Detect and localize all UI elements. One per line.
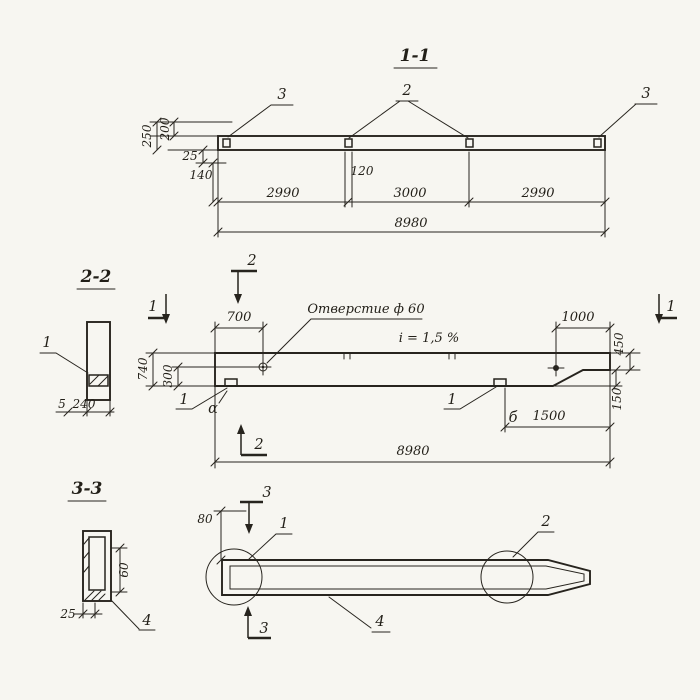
section-2-2-title: 2-2: [80, 267, 112, 287]
top-view-section-1-1: 1-1 3 2 3 250 200 25 140 120 2990: [140, 46, 658, 238]
hole-note-leader: [266, 318, 423, 364]
callout-1-right-leader: [443, 386, 497, 410]
weld-mark-alpha: α: [208, 401, 218, 417]
mark-3-bottom: 3: [259, 621, 268, 637]
dim-8980-top-label: 8980: [394, 216, 427, 231]
arrow-down-icon: [245, 524, 253, 534]
section-2-2-outline: [86, 321, 111, 401]
dim-5-label: 5: [58, 397, 66, 411]
elevation-view: 2 1 1 2 Отверстие ф 60 i = 1,5 % 700 100…: [136, 253, 677, 469]
section-1-1-title: 1-1: [400, 46, 431, 66]
callout-4-leader: [110, 599, 156, 631]
holes: [254, 358, 565, 377]
detail-circle-left: [205, 548, 263, 606]
section-3-cut-marks: [240, 500, 271, 640]
arrow-down-icon: [655, 314, 663, 324]
dim-60-label: 60: [117, 562, 131, 578]
callout-4: 4: [374, 614, 384, 630]
dim-25-label: 25: [59, 607, 75, 621]
callout-2-leader: [512, 531, 555, 558]
dim-1000-label: 1000: [561, 310, 594, 325]
hole-note: Отверстие ф 60: [307, 302, 424, 317]
top-view-dimension-lines: [149, 117, 610, 238]
callout-1-leader: [248, 533, 293, 560]
arrow-up-icon: [237, 424, 245, 434]
callout-4-leader: [328, 596, 391, 633]
dim-2990-right-label: 2990: [520, 186, 554, 201]
callout-2: 2: [540, 514, 550, 530]
dim-150-label: 150: [610, 387, 624, 410]
mark-3-top: 3: [262, 485, 271, 501]
wall-hatch: [83, 537, 106, 601]
elevation-dimension-lines: [145, 321, 641, 469]
callout-3-left: 3: [277, 87, 286, 103]
section-cut-marks: [148, 269, 677, 457]
dim-300-label: 300: [161, 364, 175, 387]
bottom-plate-left: [224, 378, 238, 387]
dim-60-lines: [110, 543, 128, 597]
top-view-leader-lines: [227, 100, 658, 139]
section-2-2-plate: [88, 374, 109, 387]
beam-elevation-outline: [214, 352, 611, 387]
dim-1500-label: 1500: [532, 409, 565, 424]
callout-1-right: 1: [447, 392, 456, 408]
detail-circle-right: [480, 550, 534, 604]
callout-1-left: 1: [179, 392, 188, 408]
section-3-3-title: 3-3: [72, 479, 103, 499]
mark-1-left: 1: [148, 299, 157, 315]
callout-1-left-leader: [175, 387, 228, 410]
dim-140-label: 140: [190, 168, 213, 182]
callout-3-right: 3: [641, 86, 650, 102]
top-edge-ticks: [343, 352, 456, 360]
mark-1-right: 1: [666, 299, 675, 315]
mark-2-bottom: 2: [253, 437, 263, 453]
section-2-2-dimension-lines: [55, 399, 115, 417]
dim-120-label: 120: [351, 164, 374, 178]
section-3-3-inner: [88, 536, 106, 591]
callout-2: 2: [401, 83, 411, 99]
dim-250-label: 250: [140, 124, 154, 148]
bottom-plate-right: [493, 378, 507, 387]
arrow-down-icon: [234, 294, 242, 304]
callout-1: 1: [42, 335, 51, 351]
callout-1: 1: [279, 516, 288, 532]
callout-1-leader: [39, 352, 89, 374]
dim-80-lines: [213, 506, 247, 565]
dim-200-label: 200: [158, 117, 172, 141]
dim-700-label: 700: [227, 310, 252, 325]
section-3-3-view: 3-3 60 25 4: [59, 479, 156, 631]
dim-2990-left-label: 2990: [265, 186, 299, 201]
mark-2-top: 2: [246, 253, 256, 269]
beam-plan-outline: [217, 135, 606, 151]
weld-alpha-tick: [218, 390, 228, 404]
arrow-down-icon: [162, 314, 170, 324]
dim-740-label: 740: [136, 357, 150, 380]
callout-4: 4: [141, 613, 151, 629]
beam-bottom-outline: [221, 559, 591, 596]
dim-25-label: 25: [181, 149, 197, 163]
weld-mark-b: б: [509, 410, 518, 426]
dim-450-label: 450: [612, 332, 626, 356]
section-2-2-view: 2-2 1 5 240: [39, 267, 116, 417]
embedded-plates: [222, 138, 602, 148]
beam-bottom-inner-walls: [229, 565, 585, 590]
dim-25-lines: [73, 602, 103, 619]
plate-hatch: [89, 374, 109, 387]
dim-3000-label: 3000: [393, 186, 426, 201]
dim-240-label: 240: [72, 397, 96, 411]
dim-8980-label: 8980: [396, 444, 429, 459]
slope-note: i = 1,5 %: [399, 331, 459, 346]
section-3-3-outline: [82, 530, 112, 602]
arrow-up-icon: [244, 606, 252, 616]
dim-80-label: 80: [197, 512, 213, 526]
bottom-plan-view: 3 3 80 1 2 4: [197, 485, 591, 640]
